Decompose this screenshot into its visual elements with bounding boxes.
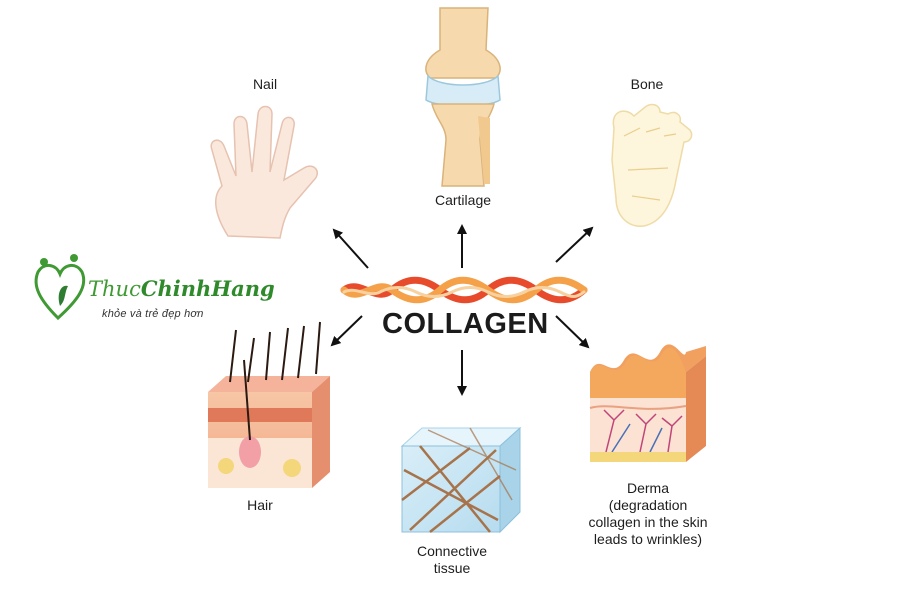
knee-illustration bbox=[425, 7, 501, 187]
derma-illustration bbox=[589, 344, 706, 462]
arrows bbox=[330, 224, 594, 396]
arrow-to-derma bbox=[555, 315, 590, 349]
brand-name-part1: Thu bbox=[88, 277, 130, 301]
brand-name: ThucChinhHang bbox=[88, 276, 275, 301]
label-nail: Nail bbox=[252, 76, 278, 92]
label-cartilage: Cartilage bbox=[434, 192, 492, 208]
arrow-to-nail bbox=[332, 228, 369, 269]
label-hair: Hair bbox=[247, 497, 273, 513]
label-derma-line1: Derma bbox=[626, 480, 669, 496]
arrow-to-bone bbox=[555, 226, 594, 263]
label-derma-line3: collagen in the skin bbox=[588, 514, 708, 530]
label-bone: Bone bbox=[630, 76, 664, 92]
label-derma-line4: leads to wrinkles) bbox=[593, 531, 703, 547]
connective-tissue-illustration bbox=[400, 426, 522, 534]
label-derma: Derma (degradation collagen in the skin … bbox=[566, 480, 730, 548]
brand-logo-icon bbox=[34, 254, 86, 321]
foot-illustration bbox=[611, 103, 693, 227]
label-derma-line2: (degradation bbox=[608, 497, 688, 513]
hair-skin-illustration bbox=[208, 321, 330, 488]
label-connective-line2: tissue bbox=[433, 560, 471, 576]
brand-name-part3: ChinhHang bbox=[140, 276, 275, 301]
brand-tagline: khỏe và trẻ đẹp hơn bbox=[102, 308, 204, 320]
label-connective-line1: Connective bbox=[416, 543, 488, 559]
collagen-title: COLLAGEN bbox=[382, 308, 549, 340]
label-connective-tissue: Connective tissue bbox=[392, 543, 512, 577]
hand-illustration bbox=[210, 105, 318, 239]
collagen-helix bbox=[340, 276, 588, 304]
arrow-to-hair bbox=[330, 315, 363, 347]
brand-name-part2: c bbox=[129, 277, 141, 301]
